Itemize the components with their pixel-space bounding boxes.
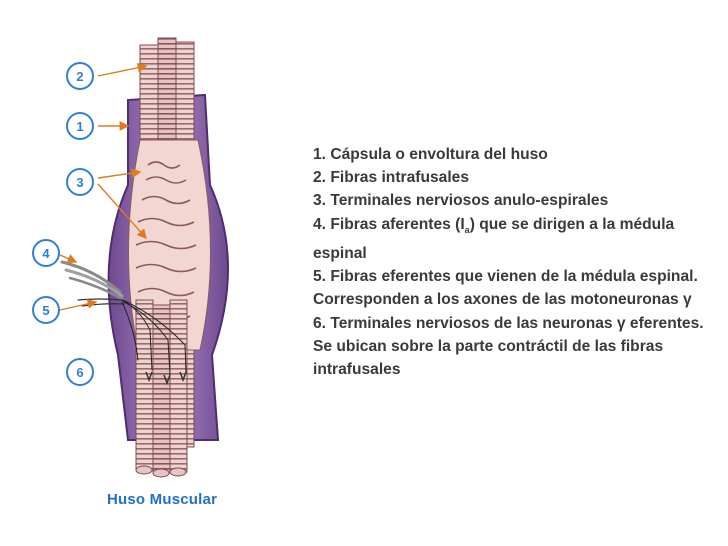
svg-text:5: 5 xyxy=(42,303,49,318)
callout-3: 3 xyxy=(66,168,94,196)
legend-item-3: 3. Terminales nerviosos anulo-espirales xyxy=(313,192,609,210)
legend-item-6: 6. Terminales nerviosos de las neuronas … xyxy=(313,314,704,378)
legend-item-1: 1. Cápsula o envoltura del huso xyxy=(313,146,548,163)
callout-5: 5 xyxy=(32,296,60,324)
legend-item-4-before: 4. Fibras aferentes (I xyxy=(313,215,465,233)
callout-4: 4 xyxy=(32,239,60,267)
legend: 1. Cápsula o envoltura del huso 2. Fibra… xyxy=(313,143,713,381)
svg-text:1: 1 xyxy=(76,119,83,134)
callout-6: 6 xyxy=(66,358,94,386)
svg-text:4: 4 xyxy=(42,246,50,261)
intrafusal-fibers-front xyxy=(135,299,188,478)
svg-text:3: 3 xyxy=(76,175,83,190)
legend-item-4-after: ) que se dirigen a la médula espinal xyxy=(313,215,675,262)
svg-text:2: 2 xyxy=(76,69,83,84)
legend-item-5: 5. Fibras eferentes que vienen de la méd… xyxy=(313,268,698,309)
callout-1: 1 xyxy=(66,112,94,140)
svg-text:6: 6 xyxy=(76,365,83,380)
diagram-caption: Huso Muscular xyxy=(107,491,218,508)
legend-item-4: 4. Fibras aferentes (Ia) que se dirigen … xyxy=(313,213,713,266)
spindle-equatorial-region xyxy=(127,139,212,351)
legend-item-2: 2. Fibras intrafusales xyxy=(313,169,469,187)
callout-2: 2 xyxy=(66,62,94,90)
gamma-motor-endings xyxy=(145,371,187,386)
nerve-fibers xyxy=(60,260,187,376)
legend-item-4-sub: a xyxy=(464,224,470,235)
callout-arrows xyxy=(59,62,148,311)
